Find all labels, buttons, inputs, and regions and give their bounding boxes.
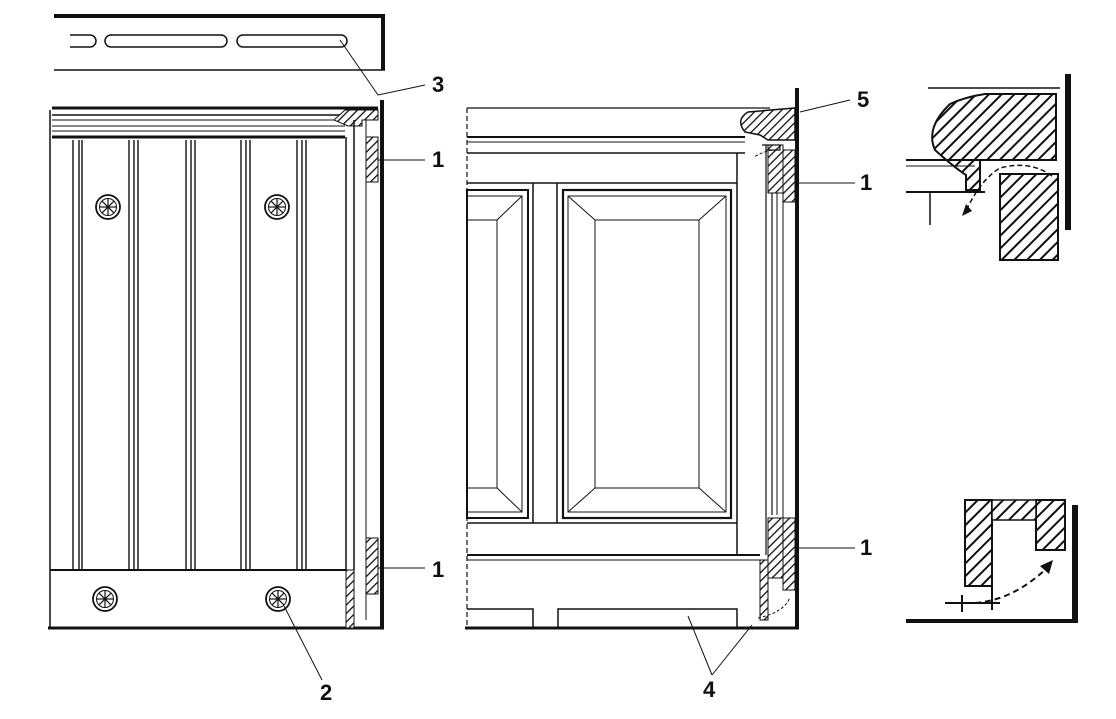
rosette-ornament xyxy=(264,194,290,220)
rosette-ornament xyxy=(92,586,118,612)
callout-1-lower-left: 1 xyxy=(432,557,444,582)
rosette-ornament xyxy=(95,194,121,220)
joint-detail-upper xyxy=(365,136,379,183)
callout-1-upper-left: 1 xyxy=(432,147,444,172)
ventilation-slot xyxy=(236,34,348,48)
callout-3: 3 xyxy=(432,72,444,97)
callout-1-lower-middle: 1 xyxy=(860,535,872,560)
callout-5: 5 xyxy=(857,87,869,112)
joint-detail-lower xyxy=(767,517,784,579)
beaded-boards xyxy=(72,140,307,570)
raised-panel-left xyxy=(466,189,529,519)
callout-2: 2 xyxy=(320,680,332,705)
leader-lines-middle xyxy=(687,99,855,676)
raised-panel-main xyxy=(561,188,733,520)
cornice-moulding-5 xyxy=(739,107,796,141)
ventilation-slot xyxy=(104,34,228,48)
left-panel-view: 3 1 1 2 xyxy=(48,14,444,705)
joint-detail-lower xyxy=(365,537,379,595)
detail-cornice-section xyxy=(906,74,1071,261)
top-board-plan xyxy=(54,14,385,71)
rosette-ornament xyxy=(265,586,291,612)
cornice-profile-3 xyxy=(333,109,379,127)
callout-4: 4 xyxy=(703,677,716,702)
callout-1-upper-middle: 1 xyxy=(860,170,872,195)
joint-detail-upper xyxy=(767,144,784,194)
plinth-feet xyxy=(467,608,738,628)
detail-base-section xyxy=(906,499,1078,623)
middle-door-view: 5 1 1 4 xyxy=(465,87,872,702)
leader-lines-left xyxy=(283,39,426,681)
